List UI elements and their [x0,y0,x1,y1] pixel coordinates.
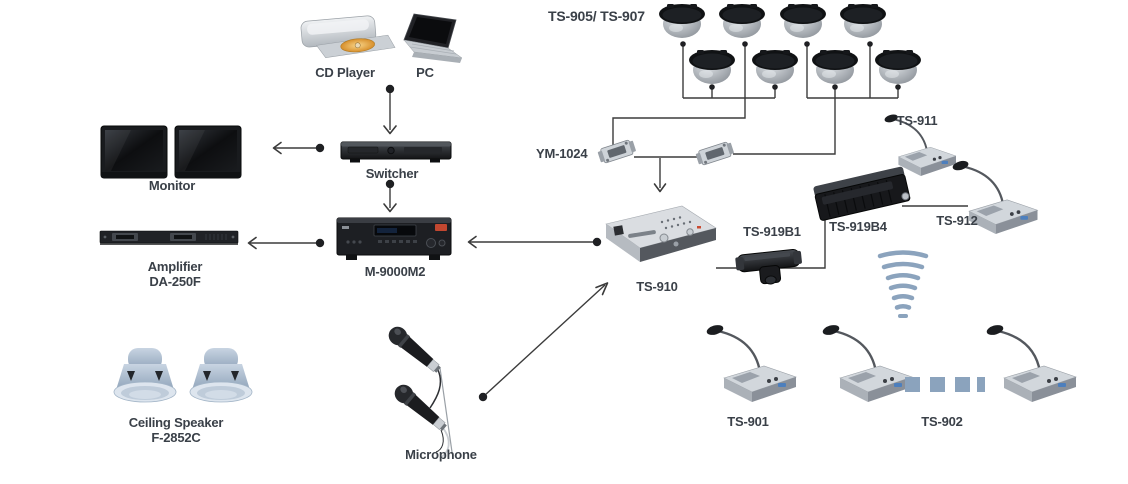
ts901-mic-station-icon [704,322,798,404]
ceiling-speaker-label: Ceiling Speaker F-2852C [96,415,256,445]
microphone-label: Microphone [405,447,477,462]
m9000m2-label: M-9000M2 [364,264,426,279]
amplifier-icon [99,230,239,245]
ym1024-label: YM-1024 [536,146,588,161]
arrow-down-to-m9000m2 [383,203,397,213]
ts919b1-adapter-icon [735,249,802,285]
continuation-dashes-icon [905,377,985,392]
ts902-mic-station-icon [820,322,914,404]
ts902-label: TS-902 [921,414,963,429]
ym1024-adapter-icon [694,140,736,167]
cd-player-icon [300,15,396,58]
ts919b4-label: TS-919B4 [829,219,887,234]
amplifier-label-line1: Amplifier [147,259,203,274]
ceiling-speaker-icon [189,347,253,403]
junction-dots [315,41,901,402]
ts905-dome-speaker-icon [875,50,921,84]
arrow-diagonal-to-ts910 [595,282,609,296]
ts912-label: TS-912 [936,213,978,228]
pc-laptop-icon [403,13,463,63]
arrow-left-to-m9000m2 [467,235,477,249]
ts911-label: TS-911 [896,113,938,128]
ts919b1-label: TS-919B1 [743,224,801,239]
monitor-icon [174,125,242,179]
microphone-icon [394,384,450,459]
wireless-signal-icon [877,250,929,318]
ts905-dome-speaker-icon [780,4,826,38]
arrow-left-to-monitor [272,141,282,155]
arrow-left-to-amplifier [247,236,257,250]
ts905-ts907-label: TS-905/ TS-907 [548,8,645,24]
arrow-down-to-switcher [383,125,397,135]
monitor-icon [100,125,168,179]
arrow-down-to-ts910 [653,183,667,193]
ts919b4-box-icon [813,166,911,221]
amplifier-label-line2: DA-250F [149,274,201,289]
ts905-dome-speaker-icon [812,50,858,84]
amplifier-label: Amplifier DA-250F [111,259,239,289]
pc-label: PC [416,65,434,80]
ts910-console-icon [605,205,717,262]
switcher-icon [340,141,452,163]
m9000m2-icon [336,217,452,260]
ts905-dome-speaker-icon [689,50,735,84]
ceiling-speaker-label-line2: F-2852C [151,430,201,445]
monitor-label: Monitor [148,178,196,193]
switcher-label: Switcher [365,166,419,181]
ts905-dome-speaker-icon [659,4,705,38]
ts901-label: TS-901 [727,414,769,429]
ceiling-speaker-label-line1: Ceiling Speaker [128,415,224,430]
cd-player-label: CD Player [315,65,375,80]
ceiling-speaker-icon [113,347,177,403]
microphone-icon [388,326,453,453]
ts905-dome-speaker-icon [719,4,765,38]
ym1024-adapter-icon [596,138,638,165]
ts910-label: TS-910 [636,279,678,294]
ts905-dome-speaker-icon [752,50,798,84]
ts905-dome-speaker-icon [840,4,886,38]
ts902-mic-station-icon [984,322,1078,404]
arrowheads [247,125,667,296]
